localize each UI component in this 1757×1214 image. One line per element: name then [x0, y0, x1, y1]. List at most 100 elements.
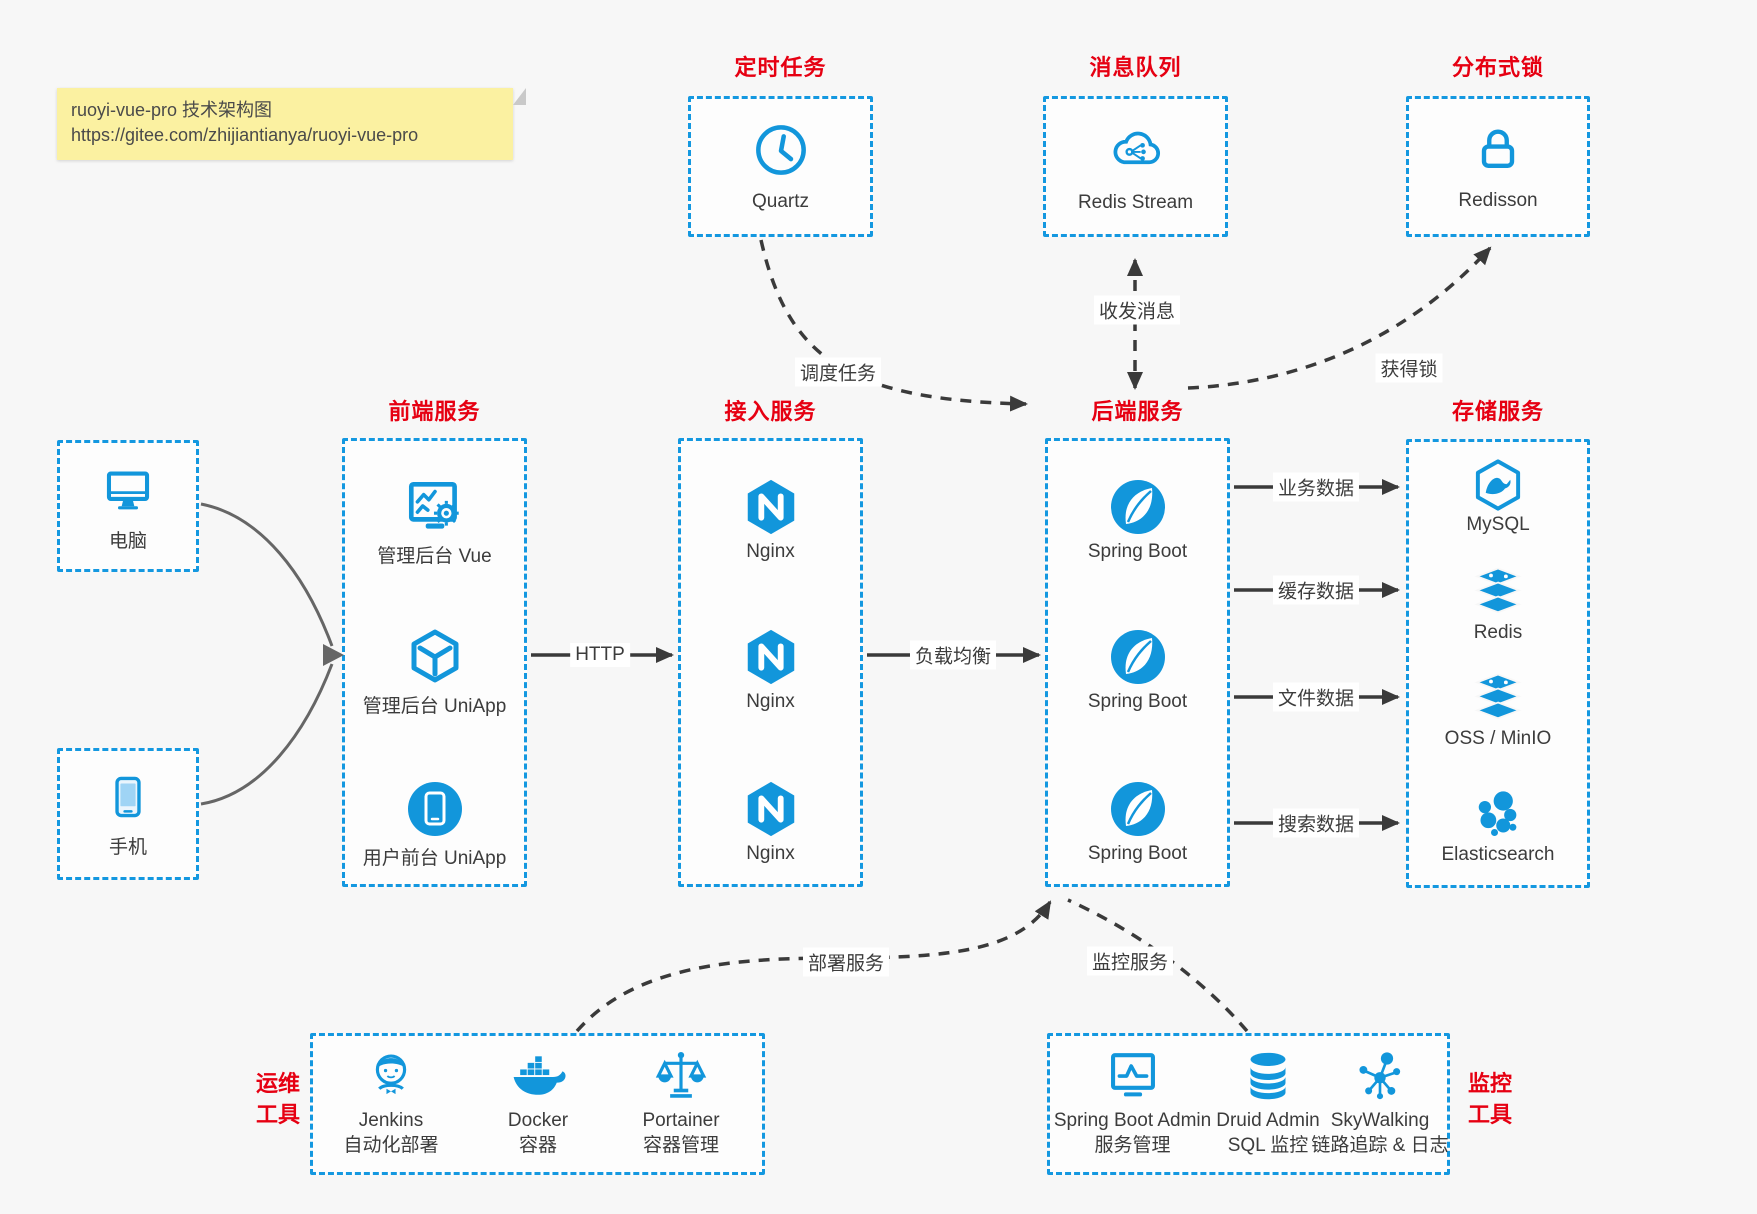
skywalking-icon [1305, 1044, 1455, 1108]
frontend-item-label: 用户前台 UniApp [362, 848, 507, 869]
frontend-item-admin-uniapp: 管理后台 UniApp [345, 623, 524, 718]
spring-boot-admin-icon [1050, 1044, 1215, 1108]
ops-tools-title: 运维 工具 [255, 1071, 300, 1127]
edge-clients-arrowhead [323, 644, 344, 666]
smartphone-icon [101, 770, 155, 824]
admin-vue-icon [345, 473, 524, 541]
storage-item-label: Redis [1473, 622, 1523, 643]
nginx-icon [681, 775, 860, 843]
uniapp-cube-icon [345, 623, 524, 691]
ops-item-portainer: Portainer 容器管理 [611, 1044, 751, 1158]
note-url: https://gitee.com/zhijiantianya/ruoyi-vu… [71, 125, 419, 145]
edge-label-file-data: 文件数据 [1272, 682, 1360, 712]
gateway-item-nginx: Nginx [681, 473, 860, 563]
ops-item-docker: Docker 容器 [468, 1044, 608, 1158]
group-title-distributed-lock: 分布式锁 [1451, 55, 1544, 80]
redis-stream-label: Redis Stream [1077, 191, 1194, 213]
client-desktop-box: 电脑 [57, 440, 199, 572]
lock-icon [1470, 122, 1526, 178]
ops-item-jenkins: Jenkins 自动化部署 [321, 1044, 461, 1158]
backend-item-label: Spring Boot [1087, 541, 1188, 562]
storage-box: MySQL Redis OSS / MinIO Elasticsearch [1406, 439, 1590, 888]
desktop-icon [99, 460, 157, 518]
monitor-item-skywalking: SkyWalking 链路追踪 & 日志 [1305, 1044, 1455, 1158]
monitor-item-druid: Druid Admin SQL 监控 [1198, 1044, 1338, 1158]
nginx-icon [681, 623, 860, 691]
redis-stream-box: Redis Stream [1043, 96, 1228, 237]
quartz-box: Quartz [688, 96, 873, 237]
client-desktop-label: 电脑 [108, 530, 147, 552]
monitor-item-sublabel: 链路追踪 & 日志 [1311, 1135, 1449, 1156]
gateway-item-label: Nginx [746, 843, 795, 864]
edge-label-search-data: 搜索数据 [1272, 808, 1360, 838]
ops-tools-box: Jenkins 自动化部署 Docker 容器 Portainer 容器管理 [310, 1033, 765, 1175]
spring-boot-icon [1048, 775, 1227, 843]
edge-desktop-to-frontend [200, 502, 334, 647]
spring-boot-icon [1048, 473, 1227, 541]
frontend-item-label: 管理后台 UniApp [362, 696, 507, 717]
nginx-icon [681, 473, 860, 541]
edge-label-business-data: 业务数据 [1272, 472, 1360, 502]
edge-phone-to-frontend [200, 663, 334, 806]
group-title-storage: 存储服务 [1451, 399, 1544, 424]
frontend-item-admin-vue: 管理后台 Vue [345, 473, 524, 568]
frontend-box: 管理后台 Vue 管理后台 UniApp 用户前台 UniApp [342, 438, 527, 887]
monitor-item-sublabel: 服务管理 [1094, 1135, 1171, 1156]
gateway-item-label: Nginx [746, 541, 795, 562]
elasticsearch-icon [1409, 786, 1587, 844]
monitor-item-label: Druid Admin [1216, 1110, 1320, 1131]
backend-box: Spring Boot Spring Boot Spring Boot [1045, 438, 1230, 887]
backend-item-label: Spring Boot [1087, 691, 1188, 712]
portainer-icon [611, 1044, 751, 1108]
edge-label-send-receive-message: 收发消息 [1093, 295, 1181, 325]
sticky-note: ruoyi-vue-pro 技术架构图 https://gitee.com/zh… [57, 88, 526, 160]
edge-label-cache-data: 缓存数据 [1272, 575, 1360, 605]
storage-item-label: MySQL [1466, 514, 1530, 535]
monitor-item-sublabel: SQL 监控 [1227, 1135, 1309, 1156]
edge-label-http: HTTP [570, 643, 630, 667]
group-title-scheduled-tasks: 定时任务 [734, 55, 827, 80]
backend-item-spring-boot: Spring Boot [1048, 623, 1227, 713]
edge-label-deploy-service: 部署服务 [802, 947, 890, 977]
ops-item-label: Portainer [642, 1110, 720, 1131]
client-phone-label: 手机 [108, 836, 147, 858]
backend-item-spring-boot: Spring Boot [1048, 775, 1227, 865]
edge-label-load-balance: 负载均衡 [909, 640, 997, 670]
backend-item-spring-boot: Spring Boot [1048, 473, 1227, 563]
ops-item-sublabel: 容器管理 [642, 1135, 719, 1156]
frontend-item-user-uniapp: 用户前台 UniApp [345, 775, 524, 870]
storage-item-elasticsearch: Elasticsearch [1409, 786, 1587, 866]
gateway-item-nginx: Nginx [681, 623, 860, 713]
monitor-item-label: Spring Boot Admin [1053, 1110, 1212, 1131]
ops-item-label: Jenkins [358, 1110, 424, 1131]
clock-icon [752, 121, 810, 179]
gateway-item-label: Nginx [746, 691, 795, 712]
ops-item-sublabel: 容器 [518, 1135, 557, 1156]
group-title-gateway: 接入服务 [724, 399, 817, 424]
cloud-message-icon [1106, 120, 1166, 180]
mobile-app-icon [345, 775, 524, 843]
note-title: ruoyi-vue-pro 技术架构图 [71, 100, 273, 120]
storage-stack-icon [1409, 670, 1587, 728]
storage-item-redis: Redis [1409, 564, 1587, 644]
monitor-tools-title: 监控 工具 [1467, 1071, 1512, 1127]
storage-item-label: OSS / MinIO [1444, 728, 1552, 749]
ops-item-sublabel: 自动化部署 [343, 1135, 439, 1156]
storage-item-label: Elasticsearch [1441, 844, 1555, 865]
redis-stack-icon [1409, 564, 1587, 622]
ops-item-label: Docker [507, 1110, 569, 1131]
edge-acquire-lock [1187, 246, 1492, 390]
quartz-label: Quartz [751, 190, 810, 212]
jenkins-icon [321, 1044, 461, 1108]
backend-item-label: Spring Boot [1087, 843, 1188, 864]
gateway-item-nginx: Nginx [681, 775, 860, 865]
druid-icon [1198, 1044, 1338, 1108]
group-title-message-queue: 消息队列 [1089, 55, 1182, 80]
group-title-frontend: 前端服务 [388, 399, 481, 424]
redisson-box: Redisson [1406, 96, 1590, 237]
monitor-item-label: SkyWalking [1330, 1110, 1430, 1131]
monitor-tools-box: Spring Boot Admin 服务管理 Druid Admin SQL 监… [1047, 1033, 1450, 1175]
storage-item-oss-minio: OSS / MinIO [1409, 670, 1587, 750]
gateway-box: Nginx Nginx Nginx [678, 438, 863, 887]
redisson-label: Redisson [1458, 189, 1538, 211]
